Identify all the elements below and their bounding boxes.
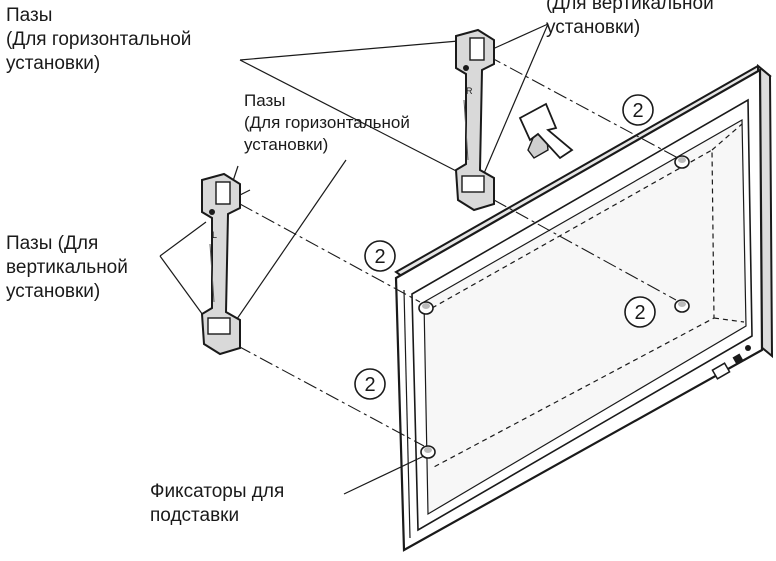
label-slots-horizontal-middle: Пазы (Для горизонтальной установки) — [244, 91, 410, 154]
leader-left-1 — [159, 221, 207, 257]
align-line-3 — [239, 203, 421, 303]
leader-left-2 — [159, 255, 209, 323]
latch-top-right — [674, 155, 690, 169]
alignment-lines — [237, 55, 679, 447]
label-slots-vertical-top: (Для вертикальной установки) — [546, 0, 714, 38]
leader-top-1 — [239, 39, 471, 61]
svg-text:2: 2 — [632, 100, 643, 122]
svg-text:2: 2 — [634, 302, 645, 324]
latch-mid-right — [674, 299, 690, 313]
step-marker: 2 — [354, 368, 386, 400]
monitor-port-2 — [732, 353, 744, 365]
align-line-4 — [237, 345, 425, 447]
monitor — [394, 63, 774, 552]
leader-lines — [159, 23, 549, 495]
insert-arrow — [518, 102, 574, 160]
svg-text:2: 2 — [364, 374, 375, 396]
step-markers: 2 2 2 2 — [354, 94, 656, 400]
bracket-right-slot-top — [469, 37, 485, 61]
monitor-back-panel — [423, 118, 747, 516]
leader-top-2 — [239, 59, 467, 177]
bracket-left-slot-top — [215, 181, 231, 205]
bracket-right: R — [454, 28, 495, 212]
bracket-right-slot-bottom — [461, 175, 485, 193]
latches — [418, 155, 690, 459]
latch-top-left — [418, 301, 434, 315]
bracket-right-hole — [463, 65, 469, 71]
leader-tr-2 — [481, 23, 549, 179]
monitor-port-1 — [711, 362, 731, 380]
leader-tr-1 — [485, 23, 549, 53]
label-slots-vertical-left: Пазы (Для вертикальной установки) — [6, 233, 128, 302]
leader-bottom-1 — [343, 455, 425, 495]
bracket-left-mark: L — [212, 230, 217, 240]
leader-mid-3 — [227, 159, 347, 333]
label-slots-horizontal-top: Пазы (Для горизонтальной установки) — [6, 5, 192, 74]
step-marker: 2 — [624, 296, 656, 328]
bracket-right-mark: R — [466, 86, 473, 96]
insert-arrow-shape — [518, 102, 574, 160]
monitor-port-3 — [745, 345, 751, 351]
bracket-left-body — [200, 172, 241, 356]
bracket-left: L — [200, 172, 241, 356]
bracket-left-hole — [209, 209, 215, 215]
label-stand-latches: Фиксаторы для подставки — [150, 481, 285, 526]
bracket-right-body — [454, 28, 495, 212]
latch-bottom-left — [420, 445, 436, 459]
step-marker: 2 — [622, 94, 654, 126]
bracket-left-slot-bottom — [207, 317, 231, 335]
align-line-2 — [493, 199, 677, 301]
svg-text:2: 2 — [374, 246, 385, 268]
monitor-recess-dashed-side — [711, 123, 743, 151]
monitor-left-edge-line — [403, 289, 411, 539]
step-marker: 2 — [364, 240, 396, 272]
monitor-recess-dashed — [431, 148, 715, 469]
align-line-1 — [487, 55, 679, 159]
